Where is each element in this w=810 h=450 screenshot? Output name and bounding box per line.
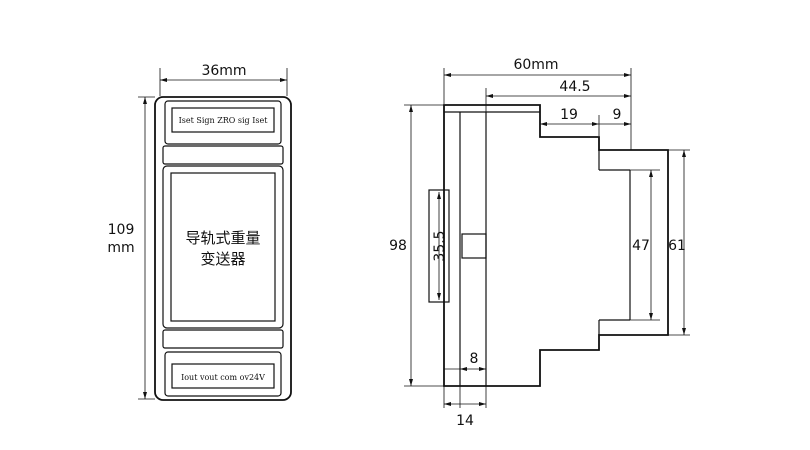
dim9-label: 9 — [613, 107, 622, 123]
connector-block — [428, 189, 450, 303]
dim60-label: 60mm — [513, 57, 558, 73]
dim98-arrow-top — [409, 105, 413, 112]
dim47-arrow-bottom — [649, 313, 653, 320]
upper-divider-band — [162, 145, 284, 165]
product-name-line1: 导轨式重量 — [185, 229, 260, 247]
height-label-unit: mm — [107, 240, 134, 256]
bottom-terminal-strip — [171, 363, 275, 389]
dim14-arrow-left — [444, 402, 451, 406]
height-arrow-bottom — [143, 392, 147, 399]
dim19-arrow-left — [540, 122, 547, 126]
dim35-arrow-bottom — [437, 293, 441, 300]
height-label-value: 109 — [108, 222, 135, 238]
dim44-label: 44.5 — [559, 79, 590, 95]
bottom-terminal-labels: Iout vout com ov24V — [181, 373, 265, 382]
dim8-label: 8 — [470, 351, 479, 367]
dim47-arrow-top — [649, 170, 653, 177]
dim61-label: 61 — [668, 238, 686, 254]
dim8-arrow-left — [460, 367, 467, 371]
top-terminal-strip — [171, 107, 275, 133]
width-arrow-left — [160, 78, 167, 82]
dim9-arrow-right — [624, 122, 631, 126]
dim19-arrow-right — [592, 122, 599, 126]
side-view: 60mm 44.5 19 9 98 35.5 47 — [389, 57, 690, 429]
front-view: Iset Sign ZRO sig Iset 导轨式重量 变送器 Iout vo… — [107, 63, 292, 401]
dim44-arrow-right — [624, 94, 631, 98]
dim19-label: 19 — [560, 107, 578, 123]
dim44-arrow-left — [486, 94, 493, 98]
top-terminal-block — [164, 100, 282, 145]
dim60-arrow-right — [624, 73, 631, 77]
dim47-label: 47 — [632, 238, 650, 254]
width-arrow-right — [280, 78, 287, 82]
label-window-frame — [162, 165, 284, 329]
dim98-arrow-bottom — [409, 379, 413, 386]
dim35-arrow-top — [437, 192, 441, 199]
dim35-label: 35.5 — [432, 230, 448, 261]
label-window — [170, 172, 276, 322]
dim60-arrow-left — [444, 73, 451, 77]
dim14-arrow-right — [479, 402, 486, 406]
center-feature — [461, 233, 487, 259]
front-housing-outline — [154, 96, 292, 401]
lower-divider-band — [162, 329, 284, 349]
product-name-line2: 变送器 — [200, 250, 245, 268]
dim14-label: 14 — [456, 413, 474, 429]
width-label: 36mm — [201, 63, 246, 79]
dim8-arrow-right — [479, 367, 486, 371]
dim61-arrow-bottom — [682, 328, 686, 335]
dim98-label: 98 — [389, 238, 407, 254]
bottom-terminal-block — [164, 351, 282, 397]
dim61-arrow-top — [682, 150, 686, 157]
height-arrow-top — [143, 97, 147, 104]
top-terminal-labels: Iset Sign ZRO sig Iset — [179, 116, 269, 125]
